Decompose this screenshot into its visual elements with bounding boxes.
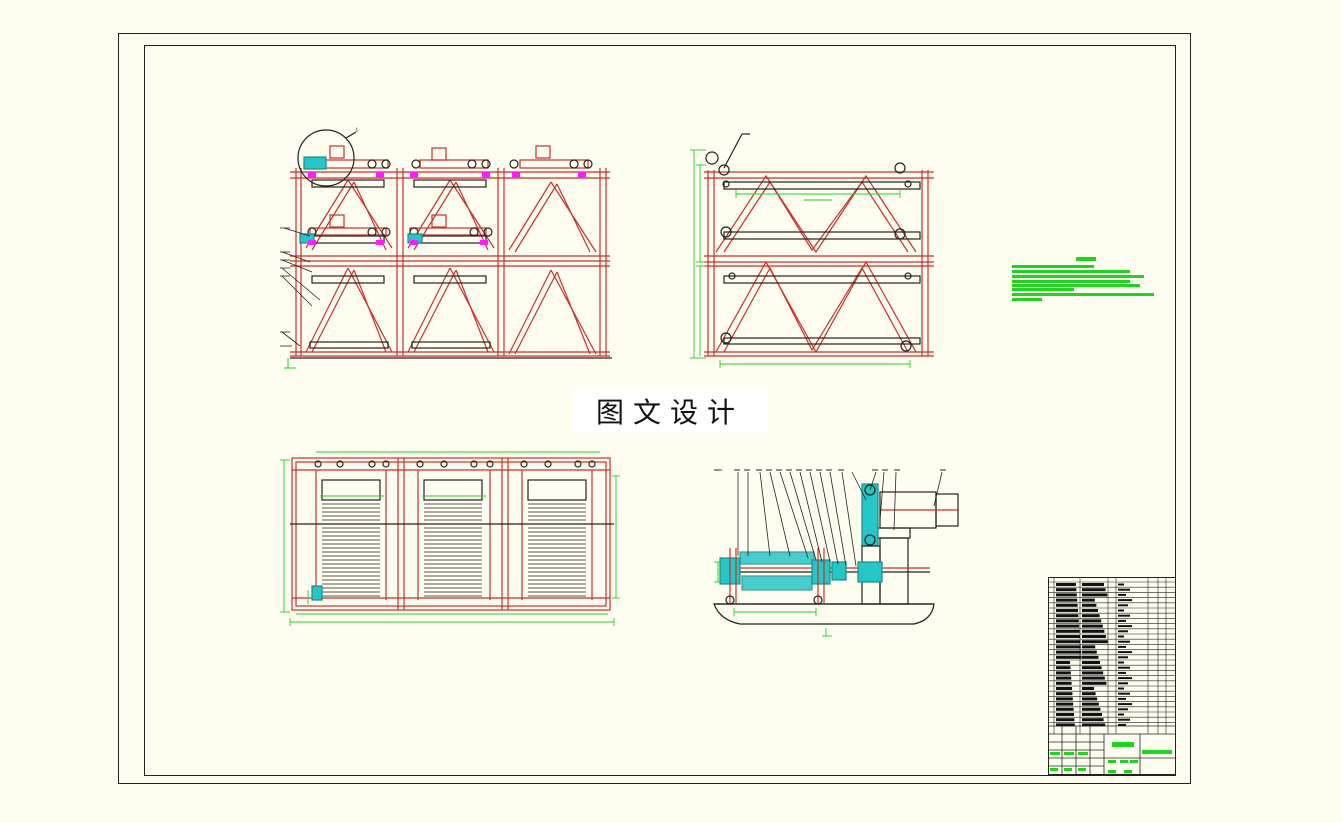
- side-elevation-view: [690, 133, 934, 368]
- front-elevation-view: I: [280, 127, 612, 369]
- outer-border: [118, 33, 1191, 784]
- inner-border: [144, 45, 1176, 776]
- watermark-text: 图文设计: [572, 389, 768, 433]
- title-block: [1048, 577, 1176, 775]
- drive-detail-view: [713, 469, 959, 637]
- technical-requirements-notes: [1012, 257, 1154, 301]
- top-plan-view: [280, 451, 620, 626]
- svg-text:I: I: [356, 127, 358, 134]
